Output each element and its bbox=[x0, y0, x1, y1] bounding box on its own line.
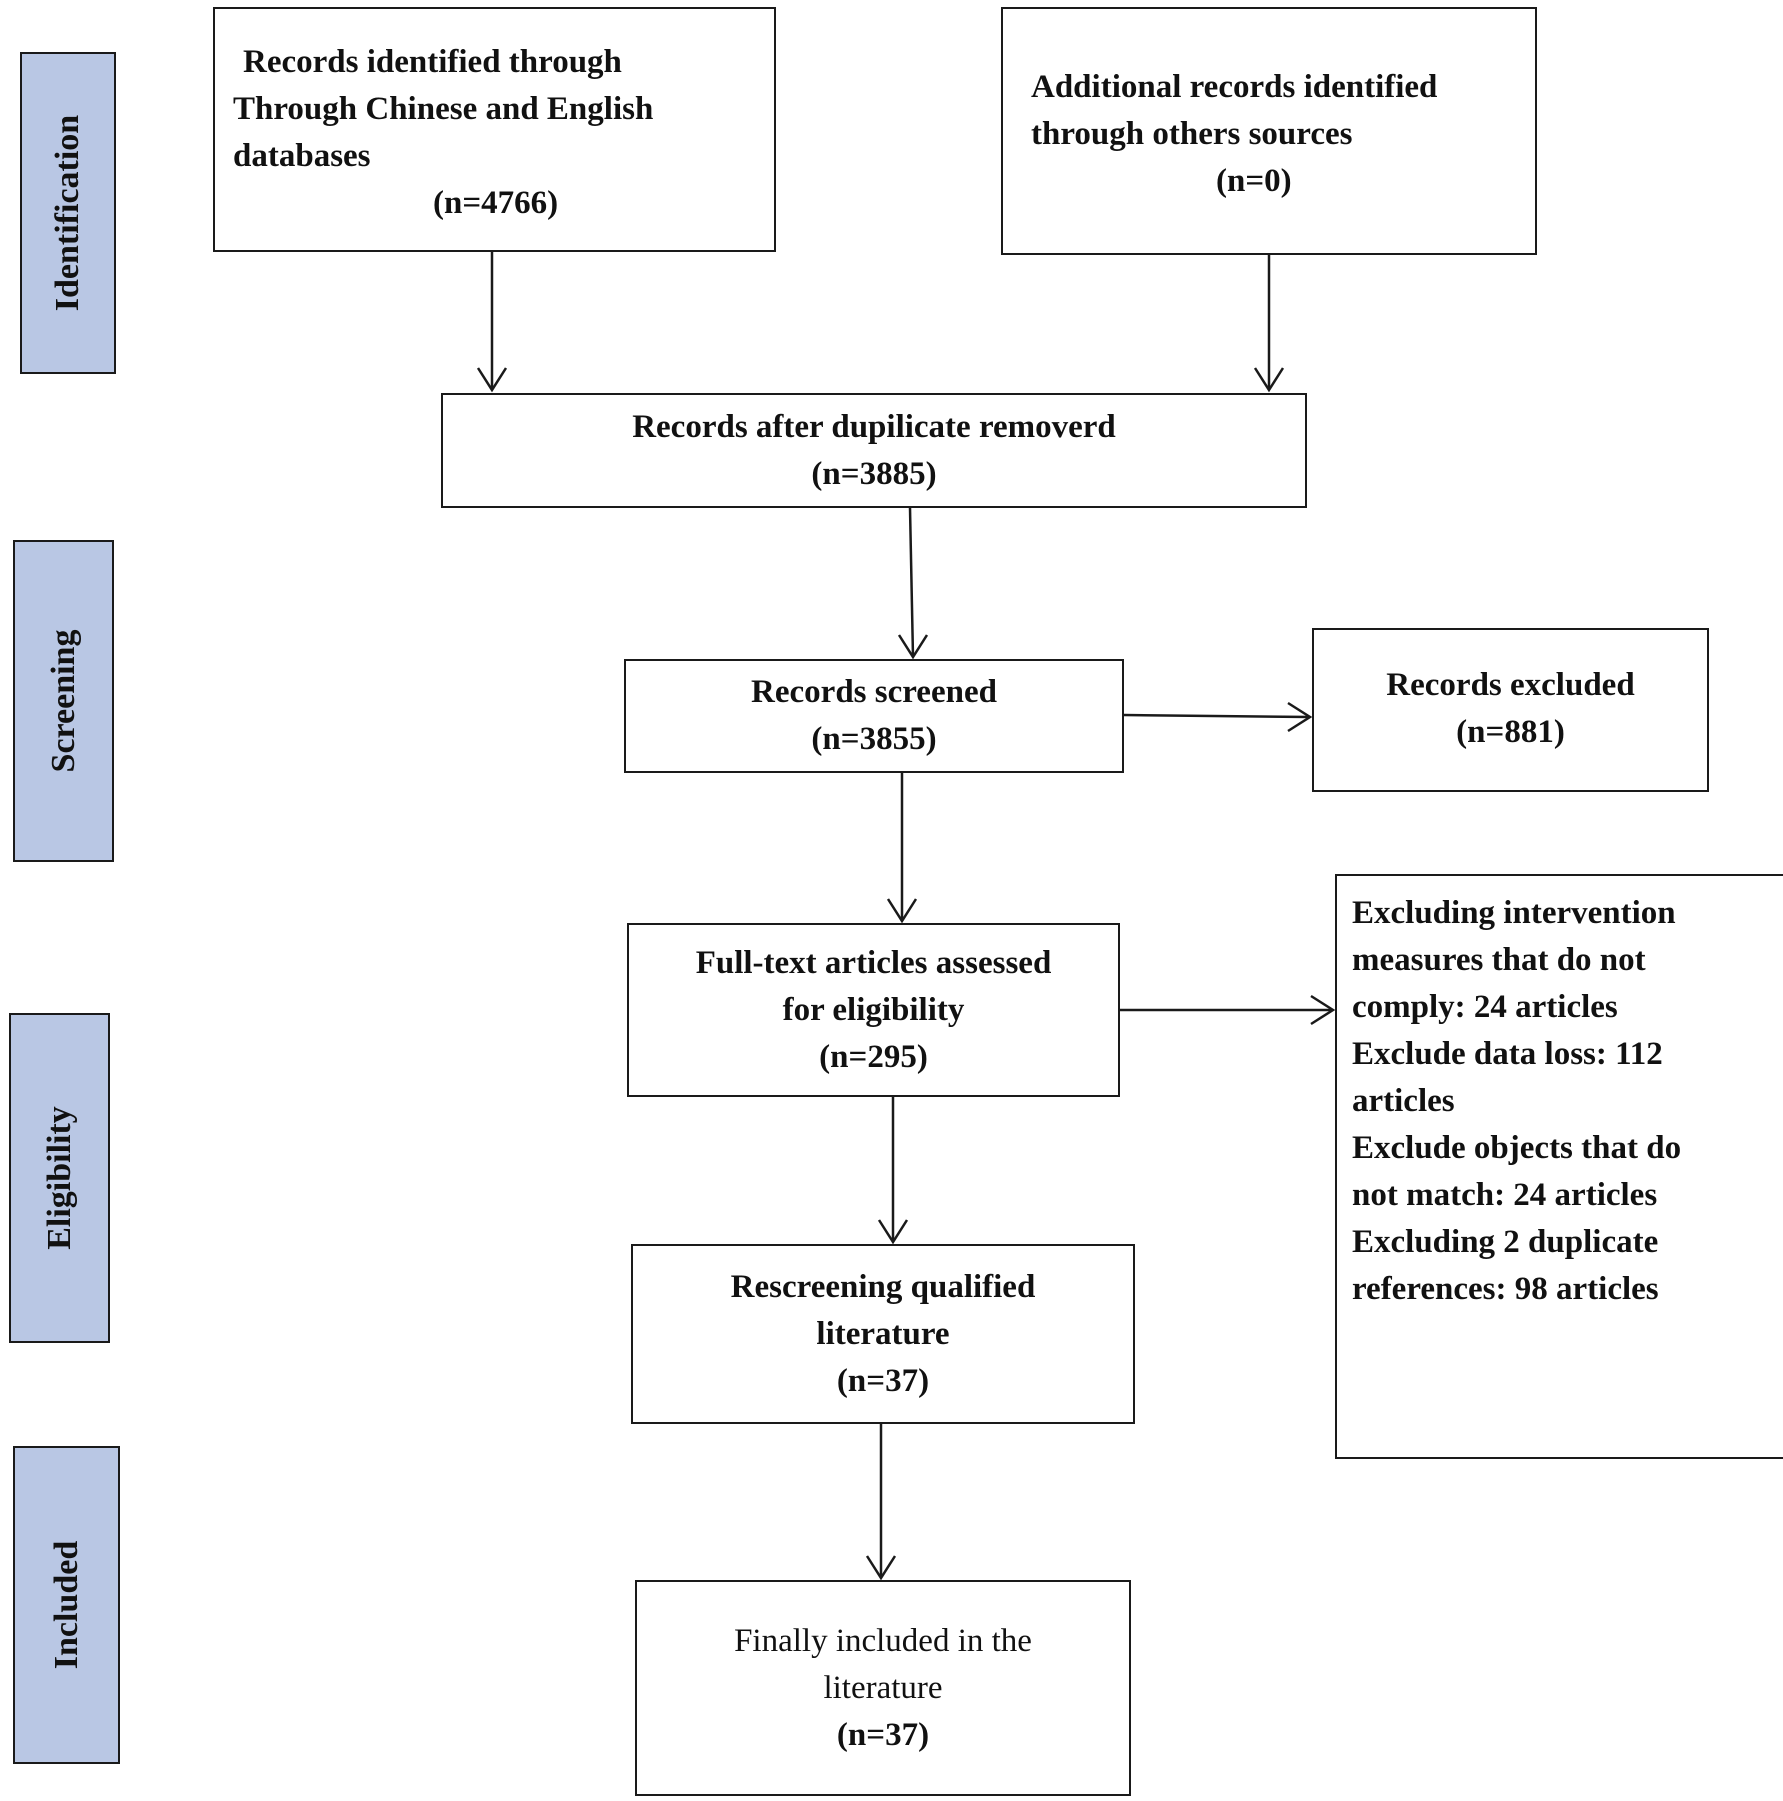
arrow-dedup-to-screened bbox=[908, 507, 915, 658]
exclusion-reason-line-5: articles bbox=[1352, 1083, 1455, 1119]
rescreening-line-2: literature bbox=[816, 1315, 950, 1352]
arrowhead-fulltext-to-reasons bbox=[1310, 994, 1336, 1026]
records-excluded-line-1: Records excluded bbox=[1386, 667, 1635, 703]
phase-included: Included bbox=[13, 1446, 120, 1764]
after-duplicates-line-1: Records after dupilicate removerd bbox=[632, 408, 1116, 445]
additional-records-count: (n=0) bbox=[1216, 163, 1292, 199]
exclusion-reason-line-4: Exclude data loss: 112 bbox=[1352, 1036, 1663, 1072]
rescreening-box: Rescreening qualified literature (n=37) bbox=[631, 1244, 1135, 1424]
after-duplicates-count: (n=3885) bbox=[811, 455, 937, 492]
arrowhead-screened-to-excluded bbox=[1287, 701, 1313, 733]
phase-screening: Screening bbox=[13, 540, 114, 862]
exclusion-reason-line-6: Exclude objects that do bbox=[1352, 1130, 1682, 1166]
records-identified-line-3: databases bbox=[233, 138, 371, 174]
rescreening-count: (n=37) bbox=[836, 1362, 930, 1399]
arrowhead-rescreening-to-final bbox=[865, 1555, 897, 1581]
phase-eligibility: Eligibility bbox=[9, 1013, 110, 1343]
exclusion-reason-line-3: comply: 24 articles bbox=[1352, 989, 1618, 1025]
exclusion-reason-line-1: Excluding intervention bbox=[1352, 895, 1676, 931]
exclusion-reason-line-8: Excluding 2 duplicate bbox=[1352, 1224, 1659, 1260]
final-included-line-1: Finally included in the bbox=[734, 1622, 1032, 1659]
exclusion-reason-line-9: references: 98 articles bbox=[1352, 1271, 1659, 1307]
additional-records-line-1: Additional records identified bbox=[1031, 69, 1438, 105]
arrowhead-fulltext-to-rescreening bbox=[877, 1219, 909, 1245]
arrowhead-dedup-to-screened bbox=[897, 634, 929, 660]
exclusion-reasons-box: Excluding intervention measures that do … bbox=[1335, 874, 1783, 1459]
arrowhead-additional-to-dedup bbox=[1253, 367, 1285, 393]
arrowhead-screened-to-fulltext bbox=[886, 898, 918, 924]
arrowhead-identified-to-dedup bbox=[476, 367, 508, 393]
records-screened-box: Records screened (n=3855) bbox=[624, 659, 1124, 773]
full-text-count: (n=295) bbox=[819, 1038, 928, 1075]
final-included-line-2: literature bbox=[823, 1669, 943, 1706]
records-screened-count: (n=3855) bbox=[811, 721, 937, 757]
final-included-box: Finally included in the literature (n=37… bbox=[635, 1580, 1131, 1796]
records-screened-line-1: Records screened bbox=[751, 674, 997, 710]
full-text-box: Full-text articles assessed for eligibil… bbox=[627, 923, 1120, 1097]
rescreening-line-1: Rescreening qualified bbox=[730, 1268, 1036, 1305]
arrow-screened-to-excluded bbox=[1123, 713, 1311, 719]
after-duplicates-box: Records after dupilicate removerd (n=388… bbox=[441, 393, 1307, 508]
additional-records-line-2: through others sources bbox=[1031, 116, 1353, 152]
records-identified-line-1: Records identified through bbox=[243, 44, 622, 80]
records-identified-line-2: Through Chinese and English bbox=[233, 91, 654, 127]
records-identified-count: (n=4766) bbox=[433, 185, 559, 221]
records-excluded-count: (n=881) bbox=[1456, 714, 1565, 750]
records-identified-box: Records identified through Through Chine… bbox=[213, 7, 776, 252]
additional-records-box: Additional records identified through ot… bbox=[1001, 7, 1537, 255]
full-text-line-1: Full-text articles assessed bbox=[695, 944, 1052, 981]
final-included-count: (n=37) bbox=[836, 1716, 930, 1753]
full-text-line-2: for eligibility bbox=[782, 991, 965, 1028]
exclusion-reason-line-7: not match: 24 articles bbox=[1352, 1177, 1658, 1213]
phase-identification: Identification bbox=[20, 52, 116, 374]
exclusion-reason-line-2: measures that do not bbox=[1352, 942, 1646, 978]
records-excluded-box: Records excluded (n=881) bbox=[1312, 628, 1709, 792]
